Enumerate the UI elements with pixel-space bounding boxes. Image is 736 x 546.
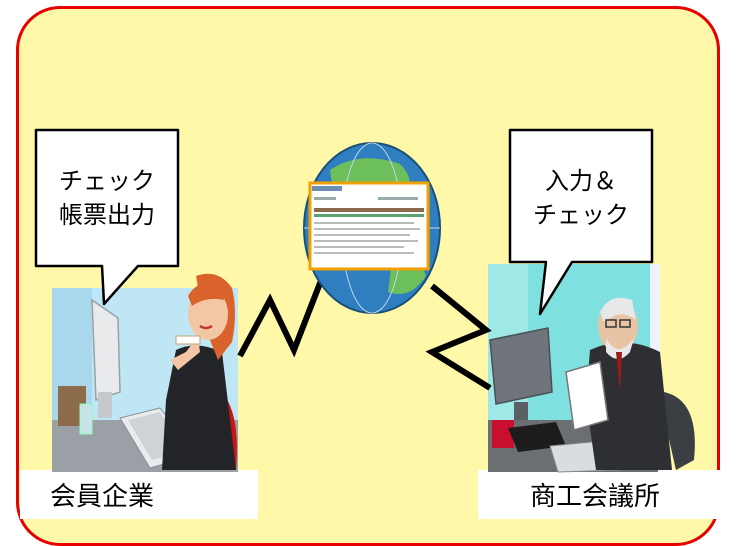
- network-link-icon: [237, 276, 325, 358]
- woman-user-icon: [52, 273, 238, 472]
- network-link-icon: [425, 283, 492, 391]
- left-bubble-line1: チェック: [59, 167, 155, 195]
- right-bubble-text: 入力＆ チェック: [511, 164, 651, 232]
- left-bubble-text: チェック 帳票出力: [37, 164, 177, 232]
- left-caption-area: [20, 470, 258, 519]
- right-caption: 商工会議所: [530, 482, 661, 512]
- screen-icon: [308, 181, 430, 271]
- right-bubble-line2: チェック: [533, 201, 629, 229]
- diagram-graphics: [34, 128, 695, 473]
- speech-bubble-icon: [34, 128, 180, 306]
- right-caption-area: [478, 470, 736, 519]
- speech-bubble-icon: [508, 128, 654, 316]
- left-caption: 会員企業: [50, 482, 155, 512]
- right-bubble-line1: 入力＆: [545, 167, 617, 195]
- man-user-icon: [488, 264, 695, 473]
- left-bubble-line2: 帳票出力: [59, 201, 155, 229]
